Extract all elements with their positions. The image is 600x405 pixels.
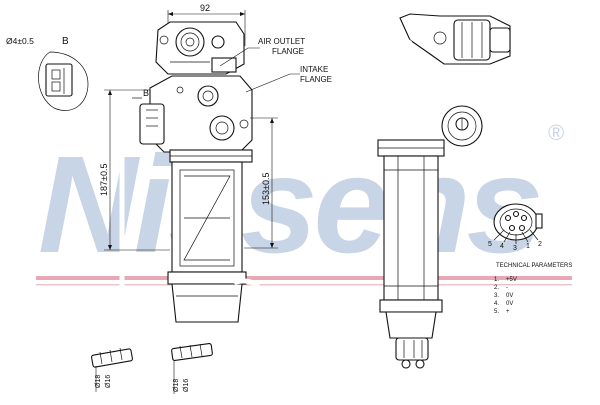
parameter-number: 1. [494,277,499,283]
parameter-value: +5V [506,277,517,283]
parameter-number: 3. [494,293,499,299]
parameter-row: 1. +5V [494,277,517,283]
detail-marker: B [62,36,69,47]
inner-height-dimension: 153±0.5 [261,173,271,205]
parameter-row: 3. 0V [494,293,513,299]
pipe-left-dimension: Ø18 [95,375,102,388]
watermark-stripe-lower [36,284,572,286]
intake-label-line1: INTAKE [300,65,328,74]
watermark-registered-mark: ® [548,120,564,145]
parameter-row: 2. - [494,285,508,291]
parameter-row: 4. 0V [494,301,513,307]
watermark-brand: Nissens [38,128,540,282]
connector-pin-label: 3 [513,245,517,252]
parameter-row: 5. + [494,309,510,315]
connector-pin-label: 5 [488,241,492,248]
technical-parameters-title: TECHNICAL PARAMETERS [496,263,572,269]
top-width-dimension: 92 [200,3,210,13]
connector-pin-label: 4 [500,243,504,250]
connector-pin-label: 2 [538,241,542,248]
air-outlet-label-line2: FLANGE [272,47,304,56]
connector-pin-label: 1 [526,243,530,250]
parameter-number: 4. [494,301,499,307]
detail-b: Ø4±0.5 B [6,36,89,111]
parameter-value: 0V [506,301,513,307]
bolt-hole-dimension: Ø4±0.5 [6,36,34,46]
pipe-right-dimension: Ø18 [173,379,180,392]
watermark-stripe [36,276,572,280]
pipe-right-dimension-2: Ø16 [183,379,190,392]
parameter-value: 0V [506,293,513,299]
parameter-number: 2. [494,285,499,291]
left-height-dimension: 187±0.5 [99,164,109,196]
parameter-value: + [506,309,510,315]
connector-detail: 5 4 3 1 2 [488,203,543,252]
air-outlet-label-line1: AIR OUTLET [258,37,305,46]
parameter-value: - [506,285,508,291]
pipe-left-dimension-2: Ø16 [105,375,112,388]
watermark: Nissens ® [36,120,572,286]
front-view: 92 B [91,3,300,394]
side-view [377,13,511,369]
parameter-number: 5. [494,309,499,315]
section-marker: B [143,88,149,98]
intake-label-line2: FLANGE [300,75,332,84]
technical-parameters: TECHNICAL PARAMETERS 1. +5V 2. - 3. 0V 4… [494,263,572,315]
